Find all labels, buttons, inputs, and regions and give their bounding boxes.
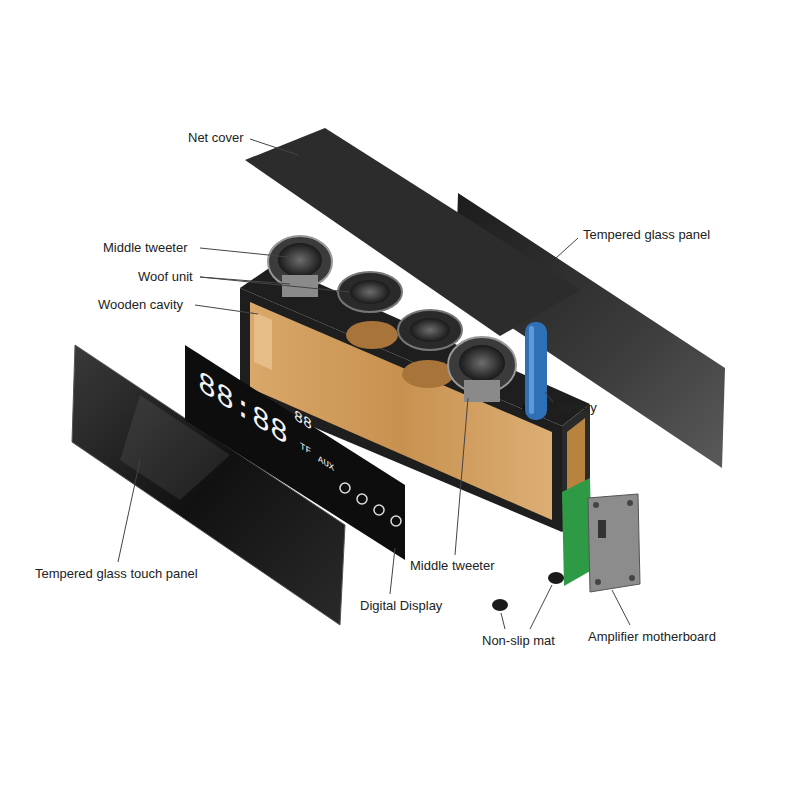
battery bbox=[525, 322, 547, 420]
leader-lines bbox=[118, 139, 630, 629]
digital-display bbox=[185, 345, 405, 560]
non-slip-mat bbox=[492, 599, 508, 611]
part-label: Middle tweeter bbox=[103, 240, 188, 256]
part-label: Tempered glass panel bbox=[583, 227, 710, 243]
part-label: Tempered glass touch panel bbox=[35, 566, 198, 582]
part-label: Net cover bbox=[188, 130, 244, 146]
part-label: Digital Display bbox=[360, 598, 442, 614]
part-label: Wooden cavity bbox=[98, 297, 183, 313]
part-label: Amplifier motherboard bbox=[588, 629, 716, 645]
part-label: Woof unit bbox=[138, 269, 193, 285]
part-label: Middle tweeter bbox=[410, 558, 495, 574]
net-cover bbox=[245, 128, 580, 336]
part-label: battery bbox=[557, 400, 597, 416]
non-slip-mat bbox=[548, 572, 564, 584]
part-label: Non-slip mat bbox=[482, 633, 555, 649]
amplifier-board bbox=[562, 478, 640, 592]
